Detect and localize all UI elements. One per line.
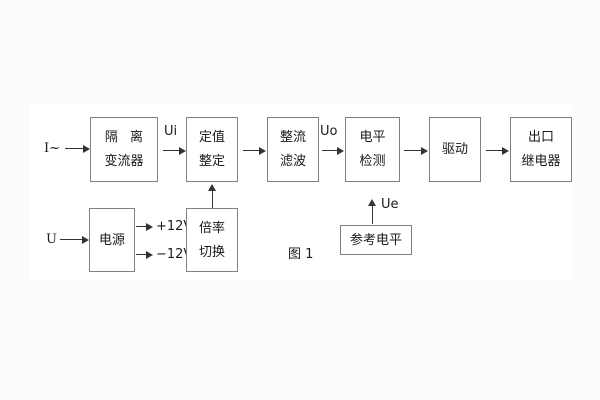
connector-rectify-to-level <box>322 150 338 151</box>
connector-setting-to-rectify <box>243 150 260 151</box>
supply-negative-label: −12V <box>156 247 193 262</box>
figure-caption: 图 1 <box>288 247 314 262</box>
block-isolation-ct-line-1: 隔 离 <box>104 130 148 145</box>
connector-input-to-power-supply <box>60 239 83 240</box>
block-output-relay: 出口 继电器 <box>510 117 572 182</box>
block-rectify-filter-line-2: 滤波 <box>279 154 306 169</box>
arrowhead-supply-negative <box>146 251 153 259</box>
ue-signal-label: Ue <box>381 197 399 212</box>
connector-reference-to-level-detect <box>372 205 373 224</box>
block-isolation-ct-line-2: 变流器 <box>104 154 144 169</box>
arrowhead-drive-to-output-relay <box>502 147 509 155</box>
ui-signal-label: Ui <box>164 124 178 139</box>
block-output-relay-line-2: 继电器 <box>521 154 561 169</box>
block-range-switch: 倍率 切换 <box>186 208 238 272</box>
block-range-switch-line-2: 切换 <box>198 244 225 260</box>
arrowhead-level-to-drive <box>421 147 428 155</box>
connector-supply-positive <box>136 226 148 227</box>
connector-isolation-to-setting <box>163 150 180 151</box>
connector-level-to-drive <box>404 150 422 151</box>
connector-range-switch-to-setting <box>212 190 213 208</box>
arrowhead-range-switch-to-setting <box>208 184 216 191</box>
arrowhead-reference-to-level-detect <box>368 199 376 206</box>
block-power-supply: 电源 <box>89 208 135 272</box>
arrowhead-rectify-to-level <box>337 147 344 155</box>
arrowhead-setting-to-rectify <box>259 147 266 155</box>
voltage-input-label: U <box>46 232 57 247</box>
current-input-label: I~ <box>44 141 61 156</box>
supply-positive-label: +12V <box>156 219 193 234</box>
block-drive-line-1: 驱动 <box>441 142 468 157</box>
block-drive: 驱动 <box>429 117 481 182</box>
block-range-switch-line-1: 倍率 <box>198 220 225 236</box>
block-reference-level-line-1: 参考电平 <box>349 232 402 248</box>
arrowhead-isolation-to-setting <box>179 147 186 155</box>
block-setting-line-2: 整定 <box>198 154 225 169</box>
block-rectify-filter-line-1: 整流 <box>279 130 306 145</box>
block-output-relay-line-1: 出口 <box>527 130 554 145</box>
connector-supply-negative <box>136 254 148 255</box>
block-level-detect: 电平 检测 <box>345 117 400 182</box>
arrowhead-input-to-isolation <box>83 145 90 153</box>
connector-drive-to-output-relay <box>486 150 503 151</box>
arrowhead-input-to-power-supply <box>82 236 89 244</box>
arrowhead-supply-positive <box>146 223 153 231</box>
block-reference-level: 参考电平 <box>340 225 412 255</box>
block-level-detect-line-2: 检测 <box>359 154 386 169</box>
block-setting-line-1: 定值 <box>198 130 225 145</box>
block-rectify-filter: 整流 滤波 <box>267 117 319 182</box>
block-level-detect-line-1: 电平 <box>359 130 386 145</box>
connector-input-to-isolation <box>65 148 84 149</box>
block-power-supply-line-1: 电源 <box>98 232 125 248</box>
uo-signal-label: Uo <box>320 124 338 139</box>
block-isolation-ct: 隔 离 变流器 <box>90 117 158 182</box>
block-setting: 定值 整定 <box>186 117 238 182</box>
